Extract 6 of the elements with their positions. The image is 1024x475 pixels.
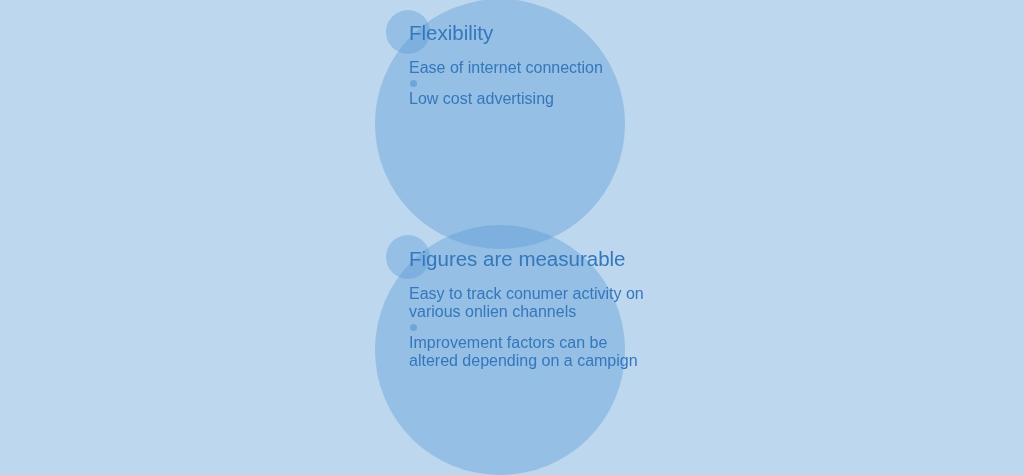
bullet-text: Easy to track conumer activity on various onlien channels <box>409 285 645 321</box>
bullet-text: Ease of internet connection <box>409 59 603 77</box>
heading: Figures are measurable <box>409 247 626 271</box>
heading: Flexibility <box>409 21 494 45</box>
bullet-text: Low cost advertising <box>409 90 554 108</box>
bullet-text: Improvement factors can be altered depending on a campign <box>409 334 639 370</box>
